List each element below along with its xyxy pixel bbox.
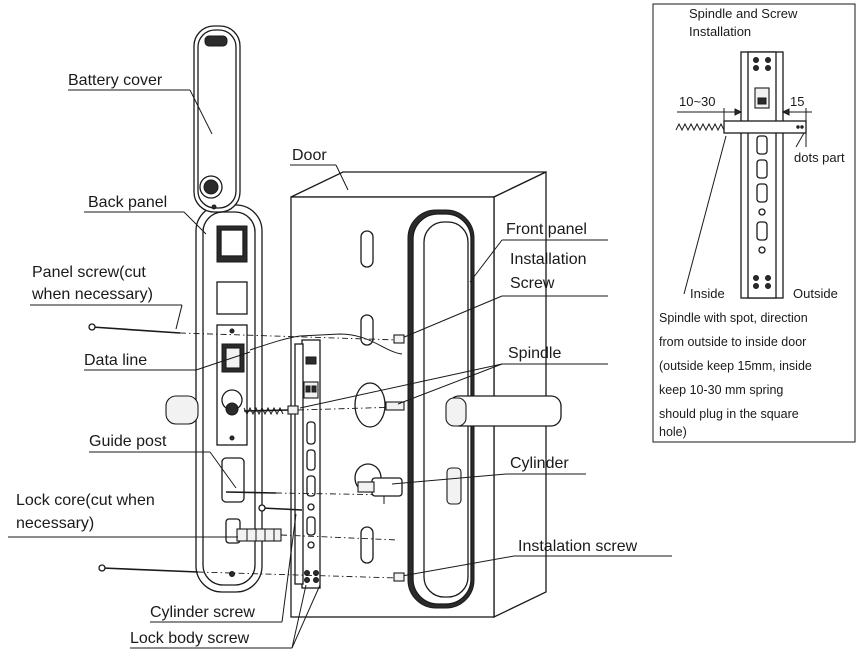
instalation-screw-label: Instalation screw [518,538,638,555]
inset-panel: Spindle and Screw Installation [652,3,856,443]
inset-outside-label: Outside [793,286,838,301]
spindle-label: Spindle [508,345,561,362]
inset-inside-label: Inside [690,286,725,301]
inset-note-line3: (outside keep 15mm, inside [659,359,812,373]
installation-screw-label-line1: Installation [510,251,587,268]
inset-title-line2: Installation [689,24,751,39]
inset-title-line1: Spindle and Screw [689,6,798,21]
inset-note-line4: keep 10-30 mm spring [659,383,783,397]
inset-dimensions [677,108,812,148]
inset-note-line6: hole) [659,425,687,439]
front-panel [407,209,562,609]
panel-screw-label-line1: Panel screw(cut [32,264,146,281]
back-panel [165,204,263,593]
installation-screws [393,334,405,582]
inset-lock-body [740,51,784,299]
lock-body [294,339,321,589]
data-line-cable [249,333,403,355]
front-panel-label: Front panel [506,221,587,238]
lock-core [236,528,399,542]
cylinder-screw-label: Cylinder screw [150,604,255,621]
data-line-label: Data line [84,352,147,369]
installation-screw-label-line2: Screw [510,275,555,292]
battery-cover [193,25,241,213]
cylinder [357,477,403,504]
back-panel-label: Back panel [88,194,167,211]
inset-dots-part: dots part [794,150,845,165]
panel-screw-label-line2: when necessary) [31,286,153,303]
lock-body-screw-label: Lock body screw [130,630,250,647]
lock-core-label-line2: necessary) [16,515,94,532]
panel-screws [88,323,399,579]
inset-spindle [675,120,807,134]
inset-note-line2: from outside to inside door [659,335,806,349]
battery-cover-label: Battery cover [68,72,163,89]
inset-note-line1: Spindle with spot, direction [659,311,808,325]
leader-lines [8,89,672,649]
spindle [243,401,405,416]
cylinder-screw-part [258,504,303,512]
guide-post-label: Guide post [89,433,167,450]
cylinder-label: Cylinder [510,455,569,472]
inset-note-line5: should plug in the square [659,407,799,421]
inset-dim-right: 15 [790,94,804,109]
inset-inside-leader [683,135,727,295]
lock-core-label-line1: Lock core(cut when [16,492,155,509]
door-label: Door [292,147,327,164]
inset-dim-left: 10~30 [679,94,716,109]
guide-posts [225,491,399,496]
